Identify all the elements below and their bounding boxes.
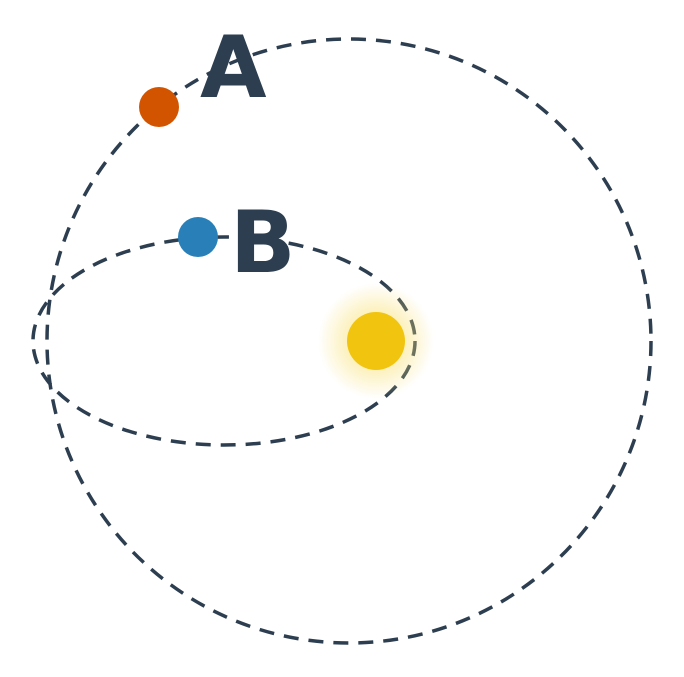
planet-b-label: B — [230, 193, 296, 293]
star-body — [347, 312, 405, 370]
star — [318, 283, 434, 399]
planet-b — [178, 217, 218, 257]
orbit-a — [45, 37, 653, 645]
planet-a — [139, 87, 179, 127]
planet-a-label: A — [200, 18, 267, 118]
